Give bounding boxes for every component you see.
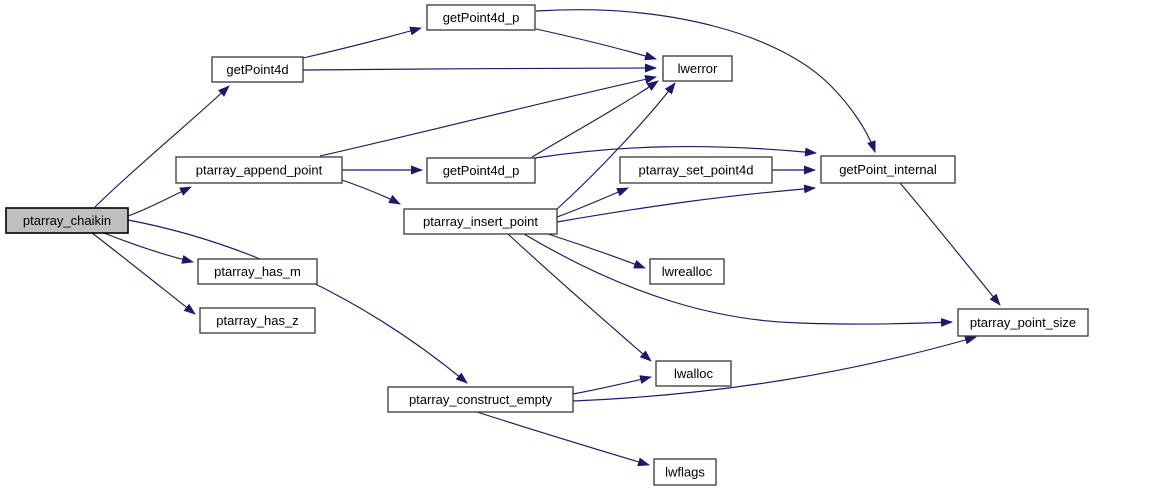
edge-ptarray_construct_empty-ptarray_point_size [572,335,977,402]
node-ptarray_chaikin[interactable]: ptarray_chaikin [5,207,129,234]
node-label: getPoint_internal [839,162,937,177]
edge-getPoint4d-lwerror [302,63,657,73]
node-getPoint4d_p[interactable]: getPoint4d_p [426,4,536,31]
edge-ptarray_insert_point-lwalloc [507,233,652,362]
edge-layer [91,9,1001,467]
edge-getPoint4d_p_2-getPoint_internal [534,145,817,159]
edge-ptarray_insert_point-lwrealloc [547,233,646,269]
node-label: lwflags [665,465,705,480]
node-box [387,386,574,413]
edge-getPoint4d_p-lwerror [535,28,657,61]
edge-ptarray_construct_empty-lwflags [476,411,650,467]
edge-getPoint4d-getPoint4d_p [302,26,422,59]
node-label: getPoint4d_p [443,163,520,178]
edge-ptarray_insert_point-getPoint_internal [556,184,816,223]
node-label: ptarray_append_point [196,163,323,178]
edge-ptarray_construct_empty-lwalloc [572,375,652,395]
node-ptarray_insert_point[interactable]: ptarray_insert_point [403,208,558,235]
node-box [820,155,956,184]
node-box [211,56,304,83]
edge-ptarray_insert_point-ptarray_point_size [523,233,953,327]
node-box [426,4,536,31]
edge-ptarray_chaikin-ptarray_append_point [127,186,192,217]
edge-ptarray_append_point-lwerror [319,74,657,157]
node-label: ptarray_point_size [970,315,1076,330]
node-ptarray_has_z[interactable]: ptarray_has_z [199,307,316,334]
edge-getPoint4d_p-getPoint_internal [535,9,876,153]
edge-ptarray_chaikin-ptarray_has_z [91,232,196,315]
node-label: ptarray_chaikin [23,213,111,228]
node-lwerror[interactable]: lwerror [662,55,733,82]
node-box [426,157,536,184]
node-label: ptarray_insert_point [423,214,538,229]
node-box [653,458,717,486]
edge-getPoint4d_p_2-lwerror [531,80,659,158]
node-box [5,207,129,234]
node-box [957,308,1089,337]
node-layer: ptarray_chaikin getPoint4d getPoint4d_p … [5,4,1089,486]
node-ptarray_append_point[interactable]: ptarray_append_point [175,156,343,184]
node-ptarray_point_size[interactable]: ptarray_point_size [957,308,1089,337]
edge-ptarray_chaikin-getPoint4d [94,85,230,208]
edge-ptarray_insert_point-lwerror [555,82,676,211]
node-label: lwerror [678,61,718,76]
node-box [655,360,732,387]
node-box [175,156,343,184]
node-label: ptarray_has_m [214,264,301,279]
node-getPoint4d[interactable]: getPoint4d [211,56,304,83]
node-lwrealloc[interactable]: lwrealloc [649,258,725,285]
node-label: ptarray_has_z [216,313,298,328]
node-label: lwrealloc [662,264,713,279]
node-label: getPoint4d_p [443,10,520,25]
node-label: ptarray_set_point4d [639,163,754,178]
node-ptarray_has_m[interactable]: ptarray_has_m [197,258,318,285]
edge-getPoint_internal-ptarray_point_size [899,182,1001,306]
node-getPoint4d_p_2[interactable]: getPoint4d_p [426,157,536,184]
node-lwflags[interactable]: lwflags [653,458,717,486]
node-box [197,258,318,285]
node-box [662,55,733,82]
node-box [199,307,316,334]
node-box [619,156,773,184]
node-ptarray_construct_empty[interactable]: ptarray_construct_empty [387,386,574,413]
edge-ptarray_append_point-ptarray_insert_point [341,179,401,205]
node-label: ptarray_construct_empty [409,392,553,407]
node-box [649,258,725,285]
node-label: getPoint4d [226,62,288,77]
edge-ptarray_insert_point-ptarray_set_point4d [556,187,629,218]
node-lwalloc[interactable]: lwalloc [655,360,732,387]
node-ptarray_set_point4d[interactable]: ptarray_set_point4d [619,156,773,184]
node-box [403,208,558,235]
node-label: lwalloc [674,366,714,381]
node-getPoint_internal[interactable]: getPoint_internal [820,155,956,184]
edge-ptarray_chaikin-ptarray_has_m [103,232,194,264]
